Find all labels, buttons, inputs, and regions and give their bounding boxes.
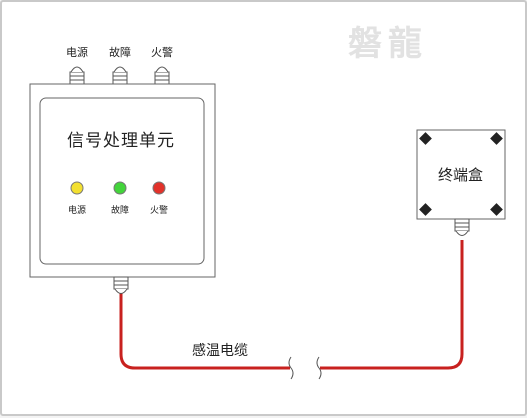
indicator-fire-label: 火警 [150,206,169,216]
indicator-fault-label: 故障 [111,206,130,216]
indicator-power-light [70,181,84,195]
cable-label: 感温电缆 [192,343,248,359]
bottom-gland-terminal-box [454,218,470,236]
terminal-box-corner-br [490,203,503,216]
signal-unit-title: 信号处理单元 [67,131,175,151]
bottom-gland-signal-unit [113,276,129,294]
cable-break-mark-left [288,356,294,380]
heat-sensing-cable [119,240,464,370]
terminal-box-body [416,129,506,220]
cable-break-mark-right [316,356,322,380]
top-gland-fire [154,66,170,85]
signal-unit-inner [39,97,205,265]
top-gland-fault [112,66,128,85]
top-label-fault: 故障 [109,46,131,59]
terminal-box-corner-tr [490,132,503,145]
top-label-fire: 火警 [151,46,173,59]
terminal-box-corner-bl [419,203,432,216]
top-label-power: 电源 [66,46,88,59]
watermark-logo: 磐龍 [348,24,428,64]
top-gland-power [69,66,85,85]
terminal-box-corner-tl [419,132,432,145]
terminal-box-title: 终端盒 [438,166,484,184]
indicator-fire-light [152,181,166,195]
indicator-power-label: 电源 [68,206,87,216]
indicator-fault-light [113,181,127,195]
